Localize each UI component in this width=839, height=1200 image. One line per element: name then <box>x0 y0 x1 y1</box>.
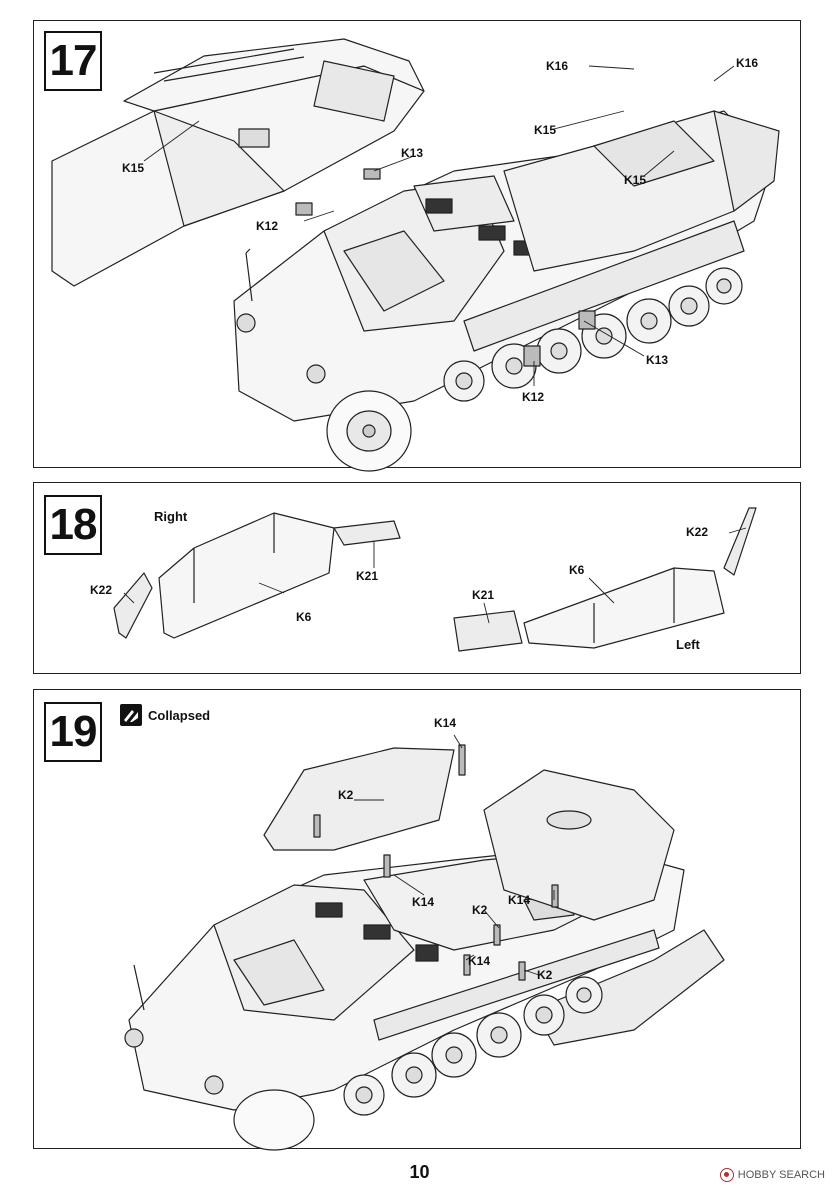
callout-k15: K15 <box>534 123 557 137</box>
step-number: 18 <box>44 495 102 555</box>
callout-k16: K16 <box>736 56 759 70</box>
watermark-logo-icon <box>719 1168 734 1182</box>
step-19-vehicle-drawing <box>124 734 725 1151</box>
left-side-label: Left <box>676 637 700 652</box>
callout-k21: K21 <box>472 588 495 602</box>
callout-k12: K12 <box>256 219 279 233</box>
callout-k14: K14 <box>412 895 435 909</box>
callout-k2: K2 <box>338 788 354 802</box>
callout-k14: K14 <box>468 954 491 968</box>
step-17-vehicle-drawing <box>51 38 780 472</box>
step-18-panel: 18 Right Left <box>33 482 801 674</box>
right-side-label: Right <box>154 509 188 524</box>
step-18-side-plates-drawing <box>113 507 757 652</box>
callout-k14: K14 <box>508 893 531 907</box>
callout-k13: K13 <box>401 146 424 160</box>
callout-k12: K12 <box>522 390 545 404</box>
callout-k15: K15 <box>122 161 145 175</box>
callout-k6: K6 <box>569 563 585 577</box>
collapsed-icon <box>120 704 142 726</box>
callout-k15: K15 <box>624 173 647 187</box>
collapsed-label: Collapsed <box>148 708 211 723</box>
callout-k21: K21 <box>356 569 379 583</box>
step-19-panel: 19 Collapsed <box>33 689 801 1151</box>
callout-k14: K14 <box>434 716 457 730</box>
callout-k2: K2 <box>537 968 553 982</box>
step-number: 19 <box>44 702 102 762</box>
callout-k2: K2 <box>472 903 488 917</box>
callout-k6: K6 <box>296 610 312 624</box>
watermark-text: HOBBY SEARCH <box>737 1169 825 1181</box>
watermark: HOBBY SEARCH <box>719 1168 825 1182</box>
callout-k16: K16 <box>546 59 569 73</box>
step-17-panel: 17 <box>33 20 801 472</box>
callout-k13: K13 <box>646 353 669 367</box>
callout-k22: K22 <box>686 525 709 539</box>
callout-k22: K22 <box>90 583 113 597</box>
step-number: 17 <box>44 31 102 91</box>
page-number: 10 <box>409 1162 430 1182</box>
